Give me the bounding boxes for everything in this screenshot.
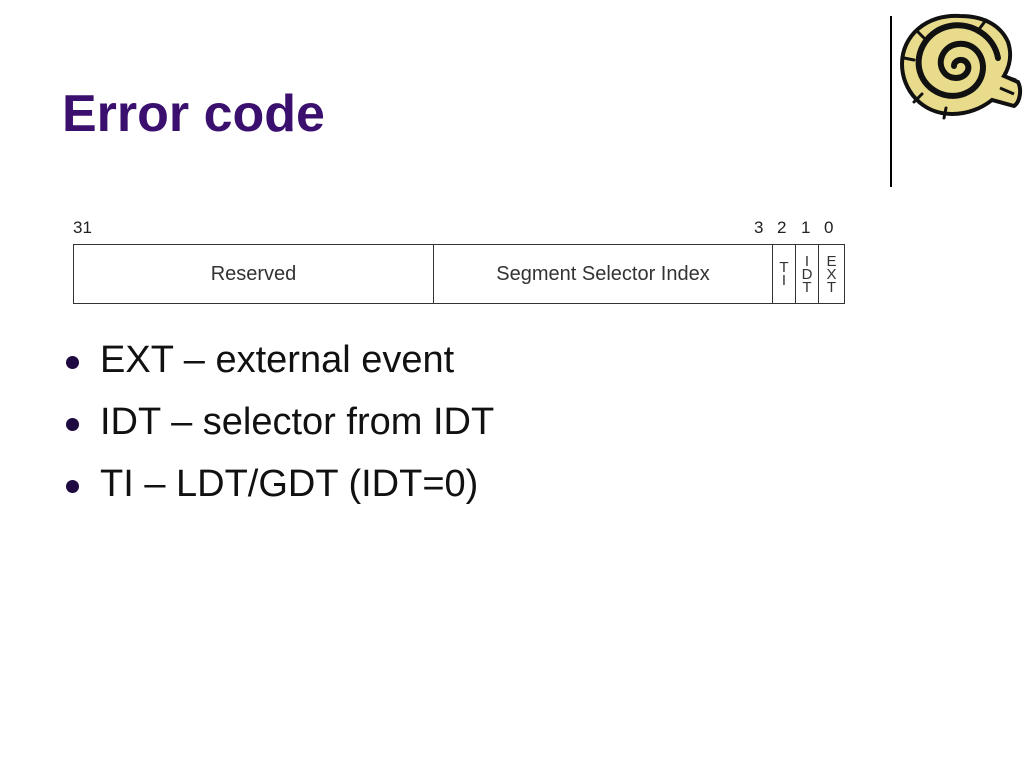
bit-label-1: 1 bbox=[801, 218, 811, 237]
field-idt-letter: D bbox=[801, 265, 813, 283]
bullet-item: EXT – external event bbox=[62, 338, 494, 400]
bullet-text: TI – LDT/GDT (IDT=0) bbox=[100, 463, 479, 505]
bullet-dot-icon bbox=[66, 480, 79, 493]
field-idt-letter: I bbox=[804, 252, 810, 270]
field-idt-letter: T bbox=[802, 278, 812, 296]
slide-title: Error code bbox=[62, 85, 325, 143]
bullet-text: EXT – external event bbox=[100, 339, 455, 381]
field-ti-letter: I bbox=[781, 272, 787, 289]
bullet-item: TI – LDT/GDT (IDT=0) bbox=[62, 462, 494, 524]
field-ti-letter: T bbox=[779, 259, 789, 276]
field-reserved: Reserved bbox=[73, 244, 434, 304]
bit-label-31: 31 bbox=[73, 218, 92, 237]
field-idt: I D T bbox=[795, 244, 819, 304]
bullet-list: EXT – external event IDT – selector from… bbox=[62, 338, 494, 524]
bullet-dot-icon bbox=[66, 418, 79, 431]
bullet-item: IDT – selector from IDT bbox=[62, 400, 494, 462]
field-ext-letter: E bbox=[826, 252, 837, 270]
field-reserved-label: Reserved bbox=[210, 262, 297, 285]
vertical-divider bbox=[890, 16, 892, 187]
bit-label-3: 3 bbox=[754, 218, 764, 237]
field-segment-selector-index-label: Segment Selector Index bbox=[496, 262, 710, 285]
field-ext: E X T bbox=[818, 244, 845, 304]
field-ext-letter: T bbox=[826, 278, 837, 296]
field-segment-selector-index: Segment Selector Index bbox=[433, 244, 773, 304]
spiral-shell-icon bbox=[899, 13, 1023, 120]
bit-label-0: 0 bbox=[824, 218, 834, 237]
bit-label-2: 2 bbox=[777, 218, 787, 237]
bullet-dot-icon bbox=[66, 356, 79, 369]
field-ti: T I bbox=[772, 244, 796, 304]
field-ext-letter: X bbox=[826, 265, 837, 283]
bullet-text: IDT – selector from IDT bbox=[100, 401, 495, 443]
